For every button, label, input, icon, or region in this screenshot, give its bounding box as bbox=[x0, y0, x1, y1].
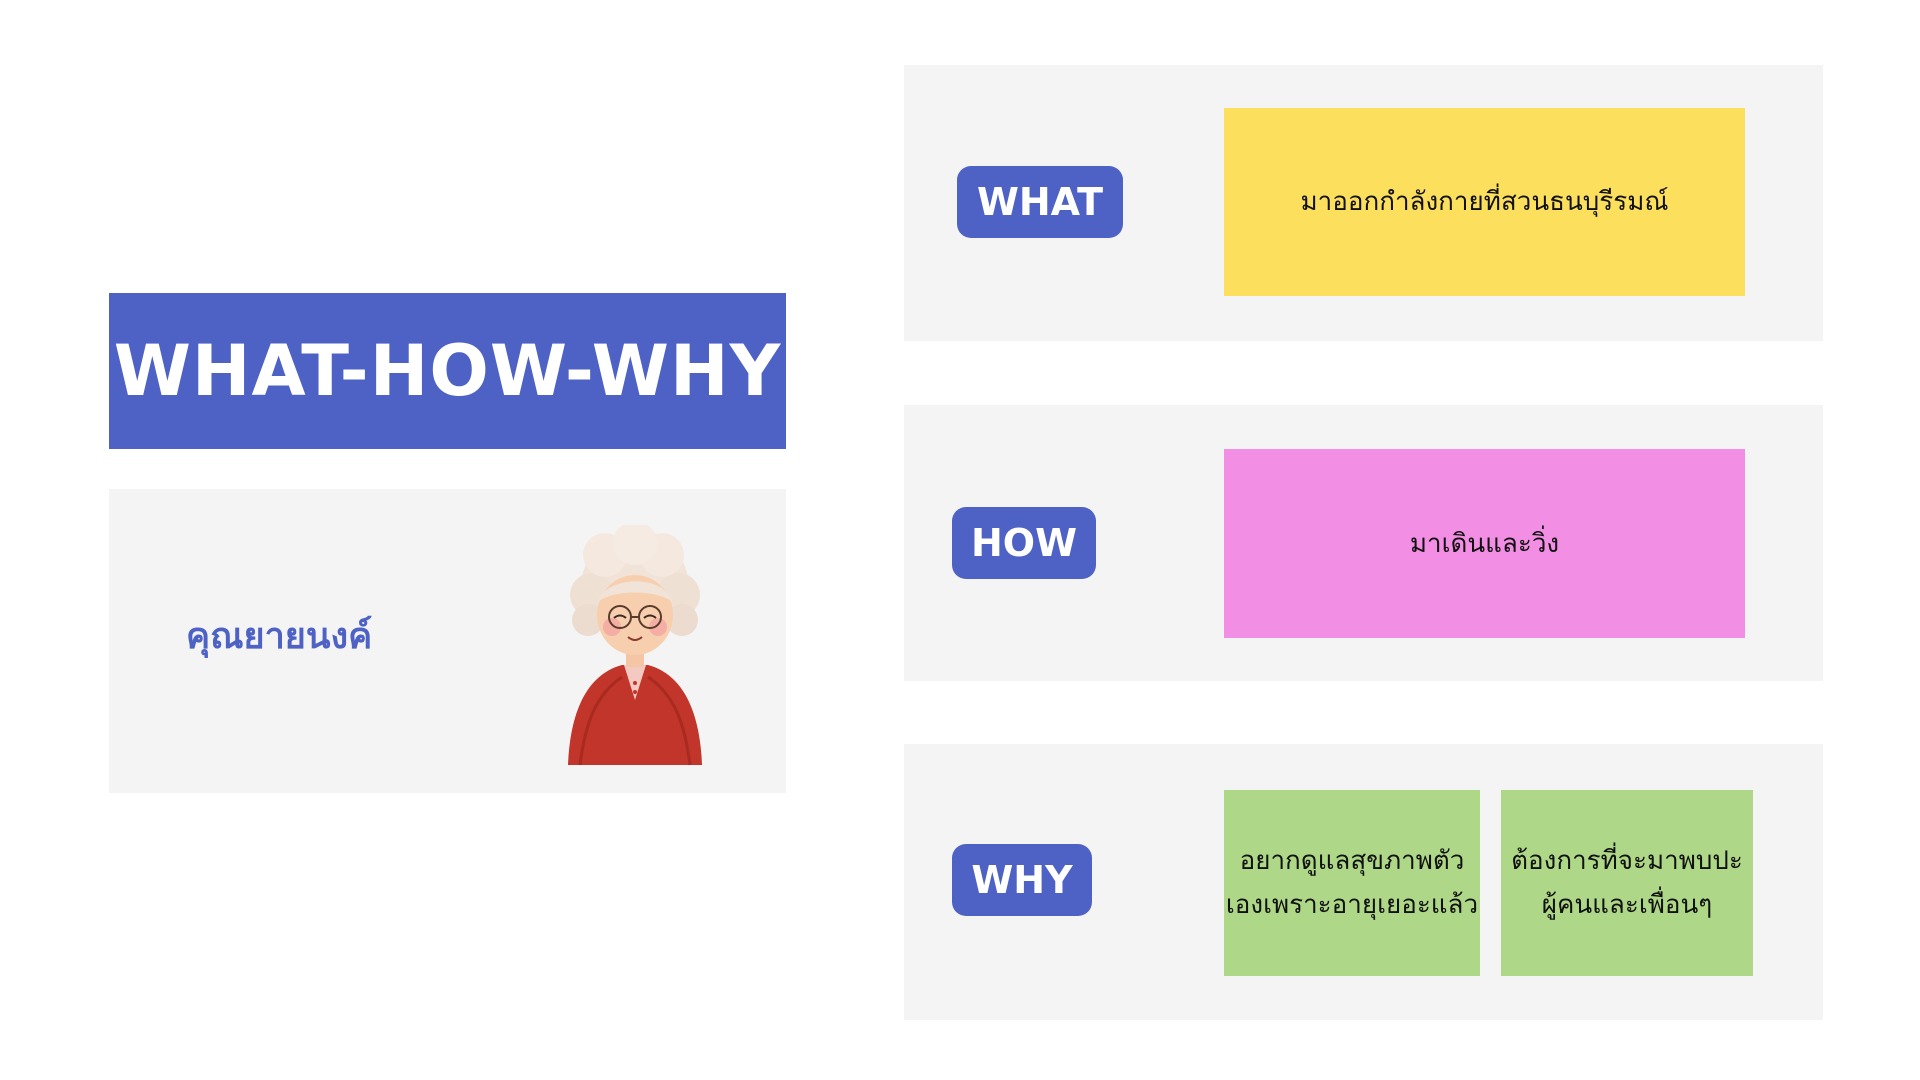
title-banner: WHAT-HOW-WHY bbox=[109, 293, 786, 449]
how-panel: HOW มาเดินและวิ่ง bbox=[904, 405, 1823, 681]
what-note: มาออกกำลังกายที่สวนธนบุรีรมณ์ bbox=[1224, 108, 1745, 296]
grandmother-avatar-icon bbox=[568, 525, 702, 766]
what-label: WHAT bbox=[957, 166, 1123, 238]
page-title: WHAT-HOW-WHY bbox=[113, 330, 782, 412]
why-label: WHY bbox=[952, 844, 1092, 916]
what-panel: WHAT มาออกกำลังกายที่สวนธนบุรีรมณ์ bbox=[904, 65, 1823, 341]
why-note-health: อยากดูแลสุขภาพตัว เองเพราะอายุเยอะแล้ว bbox=[1224, 790, 1480, 976]
why-panel: WHY อยากดูแลสุขภาพตัว เองเพราะอายุเยอะแล… bbox=[904, 744, 1823, 1020]
how-label: HOW bbox=[952, 507, 1096, 579]
how-note: มาเดินและวิ่ง bbox=[1224, 449, 1745, 638]
persona-name: คุณยายนงค์ bbox=[186, 616, 373, 657]
why-note-social: ต้องการที่จะมาพบปะ ผู้คนและเพื่อนๆ bbox=[1501, 790, 1753, 976]
persona-card: คุณยายนงค์ bbox=[109, 489, 786, 793]
